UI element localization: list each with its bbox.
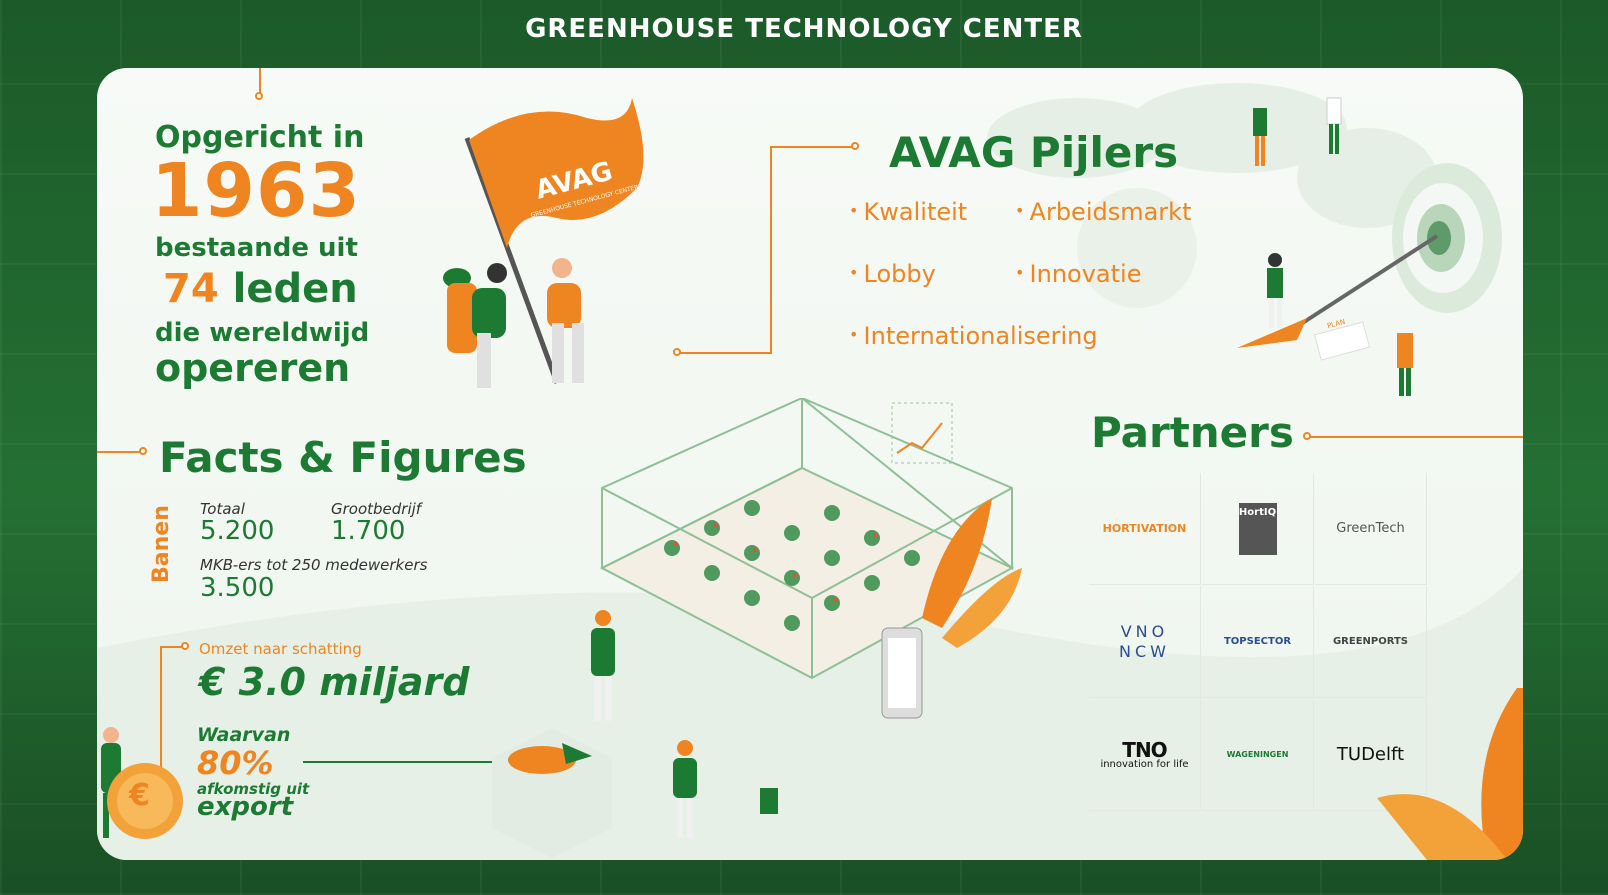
- jobs-label: Banen: [149, 505, 174, 583]
- page-title: GREENHOUSE TECHNOLOGY CENTER: [525, 14, 1083, 44]
- partner-name: WAGENINGEN: [1226, 750, 1289, 759]
- large-value: 1.700: [331, 516, 406, 546]
- partner-name: TOPSECTOR: [1223, 636, 1292, 647]
- partner-name-bottom: NCW: [1119, 641, 1170, 661]
- coin-symbol: €: [129, 778, 150, 813]
- total-label: Totaal: [200, 500, 245, 518]
- large-label: Grootbedrijf: [331, 500, 422, 518]
- partner-logo-wageningen[interactable]: WAGENINGEN: [1202, 699, 1314, 811]
- members-word: leden: [232, 266, 358, 312]
- pillar-item: Internationalisering: [849, 322, 1098, 350]
- pillar-item: Arbeidsmarkt: [1015, 198, 1192, 226]
- export-pie-illustration: [492, 728, 612, 858]
- pillar-item: Innovatie: [1015, 260, 1142, 288]
- worldwide-label: die wereldwijd: [155, 318, 370, 348]
- partner-logo-greentech[interactable]: GreenTech: [1315, 473, 1427, 585]
- revenue-value: € 3.0 miljard: [199, 660, 470, 704]
- sme-label: MKB-ers tot 250 medewerkers: [200, 556, 428, 574]
- facts-title: Facts & Figures: [159, 433, 527, 482]
- target-illustration: [1237, 97, 1502, 396]
- partner-name-top: VNO: [1120, 622, 1169, 642]
- partner-logo-hortiq[interactable]: HortIQ: [1202, 473, 1314, 585]
- infographic-card: Opgericht in 1963 bestaande uit 74 leden…: [97, 68, 1523, 860]
- partner-logo-greenports[interactable]: GREENPORTS: [1315, 586, 1427, 698]
- members-intro: bestaande uit: [155, 233, 358, 263]
- partner-name: VNO NCW: [1119, 622, 1170, 660]
- revenue-label: Omzet naar schatting: [199, 640, 362, 658]
- partners-grid: HORTIVATION HortIQ GreenTech VNO NCW TOP…: [1089, 473, 1429, 811]
- members-number: 74: [163, 266, 219, 312]
- sme-value: 3.500: [200, 573, 275, 603]
- ground-wave: [97, 568, 1523, 860]
- partner-name: TUDelft: [1336, 744, 1405, 765]
- partner-logo-tudelft[interactable]: TUDelft: [1315, 699, 1427, 811]
- partner-name: TNO innovation for life: [1100, 740, 1188, 770]
- pillar-item: Kwaliteit: [849, 198, 968, 226]
- export-intro: Waarvan: [197, 724, 291, 746]
- partner-name: GreenTech: [1336, 521, 1405, 536]
- partner-tagline: innovation for life: [1100, 758, 1189, 770]
- greenhouse-illustration: [599, 398, 1022, 719]
- export-percent: 80%: [197, 744, 274, 782]
- founded-label: Opgericht in: [155, 120, 365, 155]
- pillar-item: Lobby: [849, 260, 936, 288]
- operate-label: opereren: [155, 346, 351, 390]
- flag-raising-illustration: [443, 98, 644, 388]
- partner-name-main: TNO: [1122, 737, 1167, 762]
- partner-name: GREENPORTS: [1332, 636, 1409, 647]
- founded-year: 1963: [151, 148, 361, 234]
- partner-logo-topsector[interactable]: TOPSECTOR: [1202, 586, 1314, 698]
- partner-name: HortIQ: [1238, 502, 1277, 555]
- coin-man-illustration: [101, 727, 183, 839]
- leaf-decoration: [1377, 688, 1523, 860]
- members-count: 74 leden: [163, 266, 358, 312]
- export-word: export: [197, 792, 294, 822]
- total-value: 5.200: [200, 516, 275, 546]
- partner-name: HORTIVATION: [1102, 522, 1187, 535]
- growth-chart-icon: [891, 402, 953, 464]
- partners-title: Partners: [1091, 408, 1294, 457]
- partner-logo-tno[interactable]: TNO innovation for life: [1089, 699, 1201, 811]
- partner-logo-vno-ncw[interactable]: VNO NCW: [1089, 586, 1201, 698]
- pillars-title: AVAG Pijlers: [889, 128, 1179, 177]
- export-line: afkomstig uit: [197, 780, 310, 798]
- people-illustration: [591, 610, 778, 838]
- partner-logo-hortivation[interactable]: HORTIVATION: [1089, 473, 1201, 585]
